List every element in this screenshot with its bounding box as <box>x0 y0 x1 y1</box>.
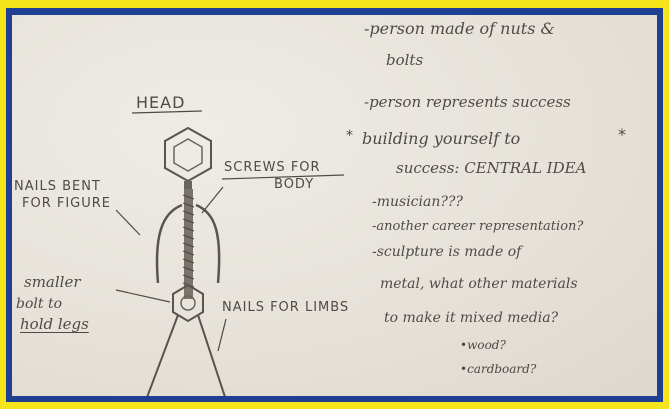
right-arm-nail <box>196 205 219 283</box>
nails-bent-pointer <box>116 210 140 235</box>
note-line: to make it mixed media? <box>384 311 558 325</box>
screws-pointer <box>202 187 223 213</box>
head-label: HEAD <box>136 95 185 111</box>
note-line: bolts <box>386 53 423 68</box>
screws-label-line2: BODY <box>274 178 314 191</box>
left-leg-nail <box>146 315 178 396</box>
star-right-icon: * <box>618 125 626 144</box>
note-line: -person made of nuts & <box>364 21 555 37</box>
note-line: •wood? <box>460 339 506 351</box>
note-line: -person represents success <box>364 95 571 110</box>
screws-label-line1: SCREWS FOR <box>224 161 321 174</box>
head-hex-nut <box>165 128 211 181</box>
nails-limbs-label: NAILS FOR LIMBS <box>222 301 349 314</box>
bolt-pointer <box>116 290 170 302</box>
limbs-pointer <box>218 319 226 351</box>
nails-bent-label-line2: FOR FIGURE <box>22 197 111 210</box>
note-line: -musician??? <box>372 195 463 209</box>
right-leg-nail <box>198 315 226 396</box>
note-line: metal, what other materials <box>380 277 578 291</box>
note-line: building yourself to <box>362 131 520 147</box>
neck-connector <box>184 181 192 189</box>
bolt-label-line2: bolt to <box>16 297 62 311</box>
note-line: -sculpture is made of <box>372 245 521 259</box>
left-arm-nail <box>157 205 182 283</box>
note-line: -another career representation? <box>372 220 583 233</box>
nails-bent-label-line1: NAILS BENT <box>14 180 101 193</box>
bolt-label-line3: hold legs <box>20 317 89 332</box>
note-line: •cardboard? <box>460 363 536 375</box>
head-hex-inner <box>174 139 202 171</box>
sketch-paper: * * HEAD NAILS BENT FOR FIGURE SCREWS FO… <box>12 15 657 396</box>
note-line: success: CENTRAL IDEA <box>396 161 586 176</box>
bolt-label-line1: smaller <box>24 275 81 290</box>
star-left-icon: * <box>346 128 353 144</box>
